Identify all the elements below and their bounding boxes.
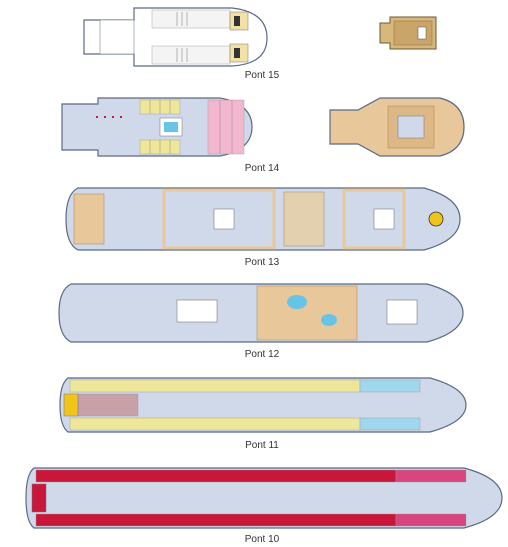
deck-10-plan: [25, 467, 503, 529]
deck-15-plan: [83, 7, 268, 67]
deck-12-plan: [58, 283, 464, 343]
deck-14-aft-plan: [329, 97, 465, 157]
deck-13-plan: [65, 187, 461, 251]
deck-12-label: Pont 12: [244, 349, 280, 360]
deck-13-label: Pont 13: [244, 257, 280, 268]
deck-15-label: Pont 15: [244, 70, 280, 81]
deck-11-label: Pont 11: [245, 440, 279, 451]
deck-14-label: Pont 14: [244, 163, 280, 174]
deck-10-label: Pont 10: [244, 534, 280, 545]
deck-11-plan: [59, 377, 467, 433]
deck-14-plan: [61, 97, 253, 157]
deck-15-aft-plan: [379, 16, 437, 50]
